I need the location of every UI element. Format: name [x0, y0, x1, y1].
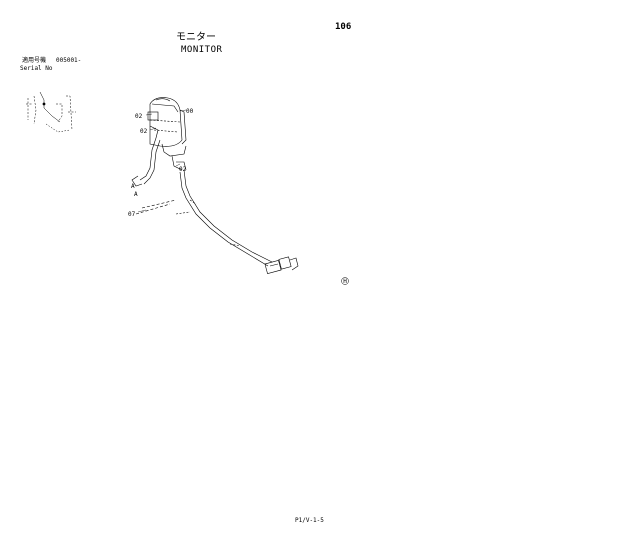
callout-clamp-mid: 02 [140, 128, 148, 135]
page-number: 106 [335, 22, 352, 32]
machine-locator-thumbnail [26, 91, 76, 133]
callout-view-a-2: A [134, 191, 138, 198]
serial-label-japanese: 適用号機 [22, 57, 47, 64]
callout-view-a-1: A [131, 183, 135, 190]
serial-value: 005001- [56, 57, 82, 64]
page-title-japanese: モニター [176, 32, 216, 43]
callout-monitor: 00 [186, 108, 194, 115]
harness-connector [264, 256, 299, 275]
footer-page-code: P1/V-1-5 [295, 517, 324, 524]
leader-lines [137, 109, 187, 213]
page-title-english: MONITOR [181, 45, 223, 55]
mounting-bracket [147, 111, 187, 171]
serial-label-english: Serial No [20, 65, 53, 72]
circled-mark-letter: H [343, 278, 347, 285]
monitor-unit [149, 97, 187, 171]
callout-harness: 07 [128, 211, 136, 218]
callout-clamp-upper: 02 [135, 113, 143, 120]
callout-clamp-lower: 02 [179, 166, 187, 173]
wiring-harness [131, 137, 273, 267]
circled-mark: H [341, 277, 349, 285]
